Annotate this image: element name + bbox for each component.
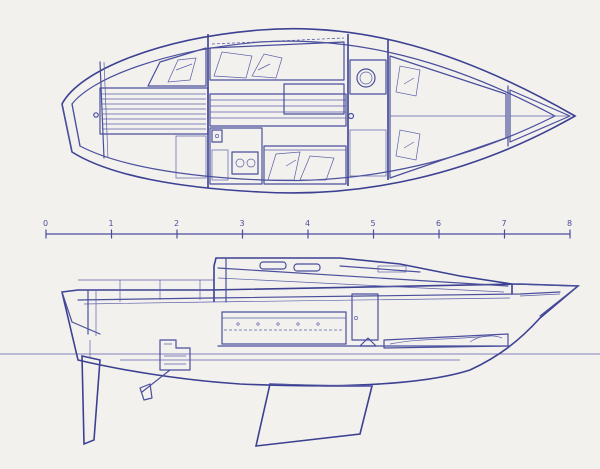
port-settee-fold (257, 63, 271, 71)
v-berth (389, 55, 507, 179)
scale-bar: 0 1 2 3 4 5 6 7 8 (43, 219, 572, 239)
prop-shaft (141, 369, 171, 393)
galley-stove (231, 151, 259, 175)
forepeak-pillow (469, 335, 503, 343)
scale-label-1: 1 (109, 219, 114, 228)
stove-burner-2-icon (246, 158, 256, 168)
cockpit-drain-icon (93, 112, 99, 118)
toilet-icon (359, 337, 377, 347)
port-settee-cushion-1 (213, 51, 253, 79)
galley-sink (211, 129, 223, 143)
saloon-sole-planks (210, 99, 346, 119)
cabin-roof-line (217, 267, 509, 287)
stern-transom (61, 291, 101, 335)
scale-label-3: 3 (240, 219, 245, 228)
cockpit-outline (99, 87, 209, 135)
propeller-icon (139, 383, 153, 401)
cabin-trunk (213, 257, 513, 302)
toe-rail (83, 297, 511, 305)
saloon-bench (221, 311, 347, 345)
porthole-icon (356, 68, 376, 88)
port-settee-cushion-2 (251, 53, 283, 79)
scale-label-8: 8 (567, 219, 572, 228)
port-settee-back (211, 37, 345, 45)
port-quarter-berth (147, 47, 207, 87)
scale-label-4: 4 (305, 219, 310, 228)
v-berth-fold-1 (403, 77, 415, 85)
forepeak-berth (383, 333, 509, 349)
scale-label-5: 5 (371, 219, 376, 228)
engine-block (159, 339, 191, 371)
v-berth-cushion-port (395, 65, 421, 97)
v-berth-fold-2 (403, 141, 415, 149)
keel-root (269, 383, 373, 387)
cabin-window-1 (259, 261, 287, 270)
sink-drain-icon (215, 134, 219, 138)
scale-ticks (45, 229, 571, 239)
chart-locker (175, 135, 207, 179)
scale-label-2: 2 (174, 219, 179, 228)
scale-label-6: 6 (436, 219, 441, 228)
starboard-cushion-1 (267, 151, 301, 181)
keel (254, 383, 374, 447)
fore-hatch (377, 265, 407, 273)
v-berth-cushion-starboard (395, 129, 421, 161)
saloon-sole (209, 93, 347, 127)
porthole-inner-icon (359, 71, 373, 85)
bow-stem (511, 283, 579, 317)
stove-burner-1-icon (235, 158, 245, 168)
tiller (99, 61, 105, 159)
scale-label-7: 7 (502, 219, 507, 228)
port-quarter-cushion (167, 57, 197, 83)
cabin-window-2 (293, 263, 321, 272)
port-settee (209, 41, 345, 81)
rudder (81, 354, 101, 446)
galley-counter (209, 127, 263, 185)
plan-hull-outline (61, 27, 577, 194)
bench-studs (236, 322, 320, 326)
cabin-side-line (217, 277, 505, 293)
hanging-locker (349, 129, 387, 177)
profile-hull (61, 283, 581, 387)
stanchions (119, 280, 201, 302)
sheer-line (77, 291, 561, 301)
transom-inner (71, 103, 81, 147)
door-knob-icon (354, 316, 358, 320)
tiller-edge (103, 61, 109, 159)
forepeak-cushion (389, 335, 491, 345)
handrail (339, 265, 421, 273)
starboard-cushion-2 (299, 155, 335, 181)
bow-pulpit (519, 293, 561, 297)
starboard-fold (285, 159, 297, 167)
mast-step-icon (347, 112, 355, 120)
head-door (351, 293, 379, 341)
head-compartment (349, 59, 387, 95)
scale-label-0: 0 (43, 219, 48, 228)
engine-detail (164, 343, 186, 365)
port-quarter-fold (175, 63, 193, 71)
accommodation-plan (61, 27, 577, 194)
starboard-settee (263, 145, 347, 185)
transom (61, 103, 73, 153)
saloon-table (283, 83, 345, 115)
galley-icebox (211, 149, 229, 181)
cockpit-grating (102, 93, 206, 130)
profile-view (0, 257, 600, 447)
